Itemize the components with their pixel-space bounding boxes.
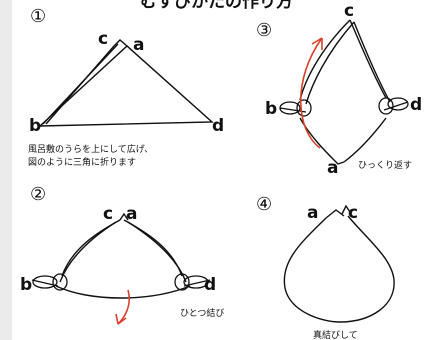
step-1-number: ① <box>30 6 46 27</box>
step-1-label-a: a <box>133 35 144 55</box>
left-rail <box>0 0 12 340</box>
step-3-label-b: b <box>265 99 277 119</box>
step-2-knot-left <box>31 273 68 291</box>
step-4-caption: 真結びして <box>313 329 358 340</box>
step-2-label-a: a <box>126 204 137 224</box>
step-2-knot-right <box>174 273 211 291</box>
header-title: むすびかたの作り方 <box>140 0 293 12</box>
step-4: ④ a c 真結びして <box>256 194 395 340</box>
step-1: ① c a b d 風呂敷のうらを上にして広げ、 図のように三角に折ります <box>28 6 224 168</box>
step-2-bundle <box>55 212 191 299</box>
step-3-label-a: a <box>327 158 338 178</box>
step-2-caption: ひとつ結び <box>180 307 224 319</box>
step-4-label-c: c <box>348 203 358 223</box>
step-2-label-b: b <box>20 275 32 295</box>
step-3-label-d: d <box>410 95 422 115</box>
step-2-number: ② <box>30 184 46 205</box>
step-3-knot-right <box>378 97 409 115</box>
step-2-label-c: c <box>103 204 113 224</box>
step-1-triangle <box>38 39 214 127</box>
step-3-bundle <box>299 19 391 165</box>
step-2-twist-arrow-head <box>115 313 127 325</box>
step-3-label-c: c <box>344 1 354 21</box>
step-1-label-c: c <box>98 29 108 49</box>
step-1-label-d: d <box>212 116 224 136</box>
step-1-label-b: b <box>29 116 41 136</box>
step-3-flip-arrow <box>299 37 323 149</box>
step-4-number: ④ <box>256 194 272 215</box>
step-3-number: ③ <box>256 20 272 41</box>
step-1-caption-line-1: 風呂敷のうらを上にして広げ、 <box>28 143 153 155</box>
step-3-caption: ひっくり返す <box>358 159 412 171</box>
step-4-label-a: a <box>307 203 318 223</box>
step-4-bag <box>283 204 395 323</box>
step-2: ② c a b d <box>20 184 224 325</box>
step-3: ③ c b d <box>256 1 422 178</box>
step-3-flip-arrow-head <box>311 37 323 50</box>
step-1-caption-line-2: 図のように三角に折ります <box>28 156 136 168</box>
step-2-label-d: d <box>204 275 216 295</box>
